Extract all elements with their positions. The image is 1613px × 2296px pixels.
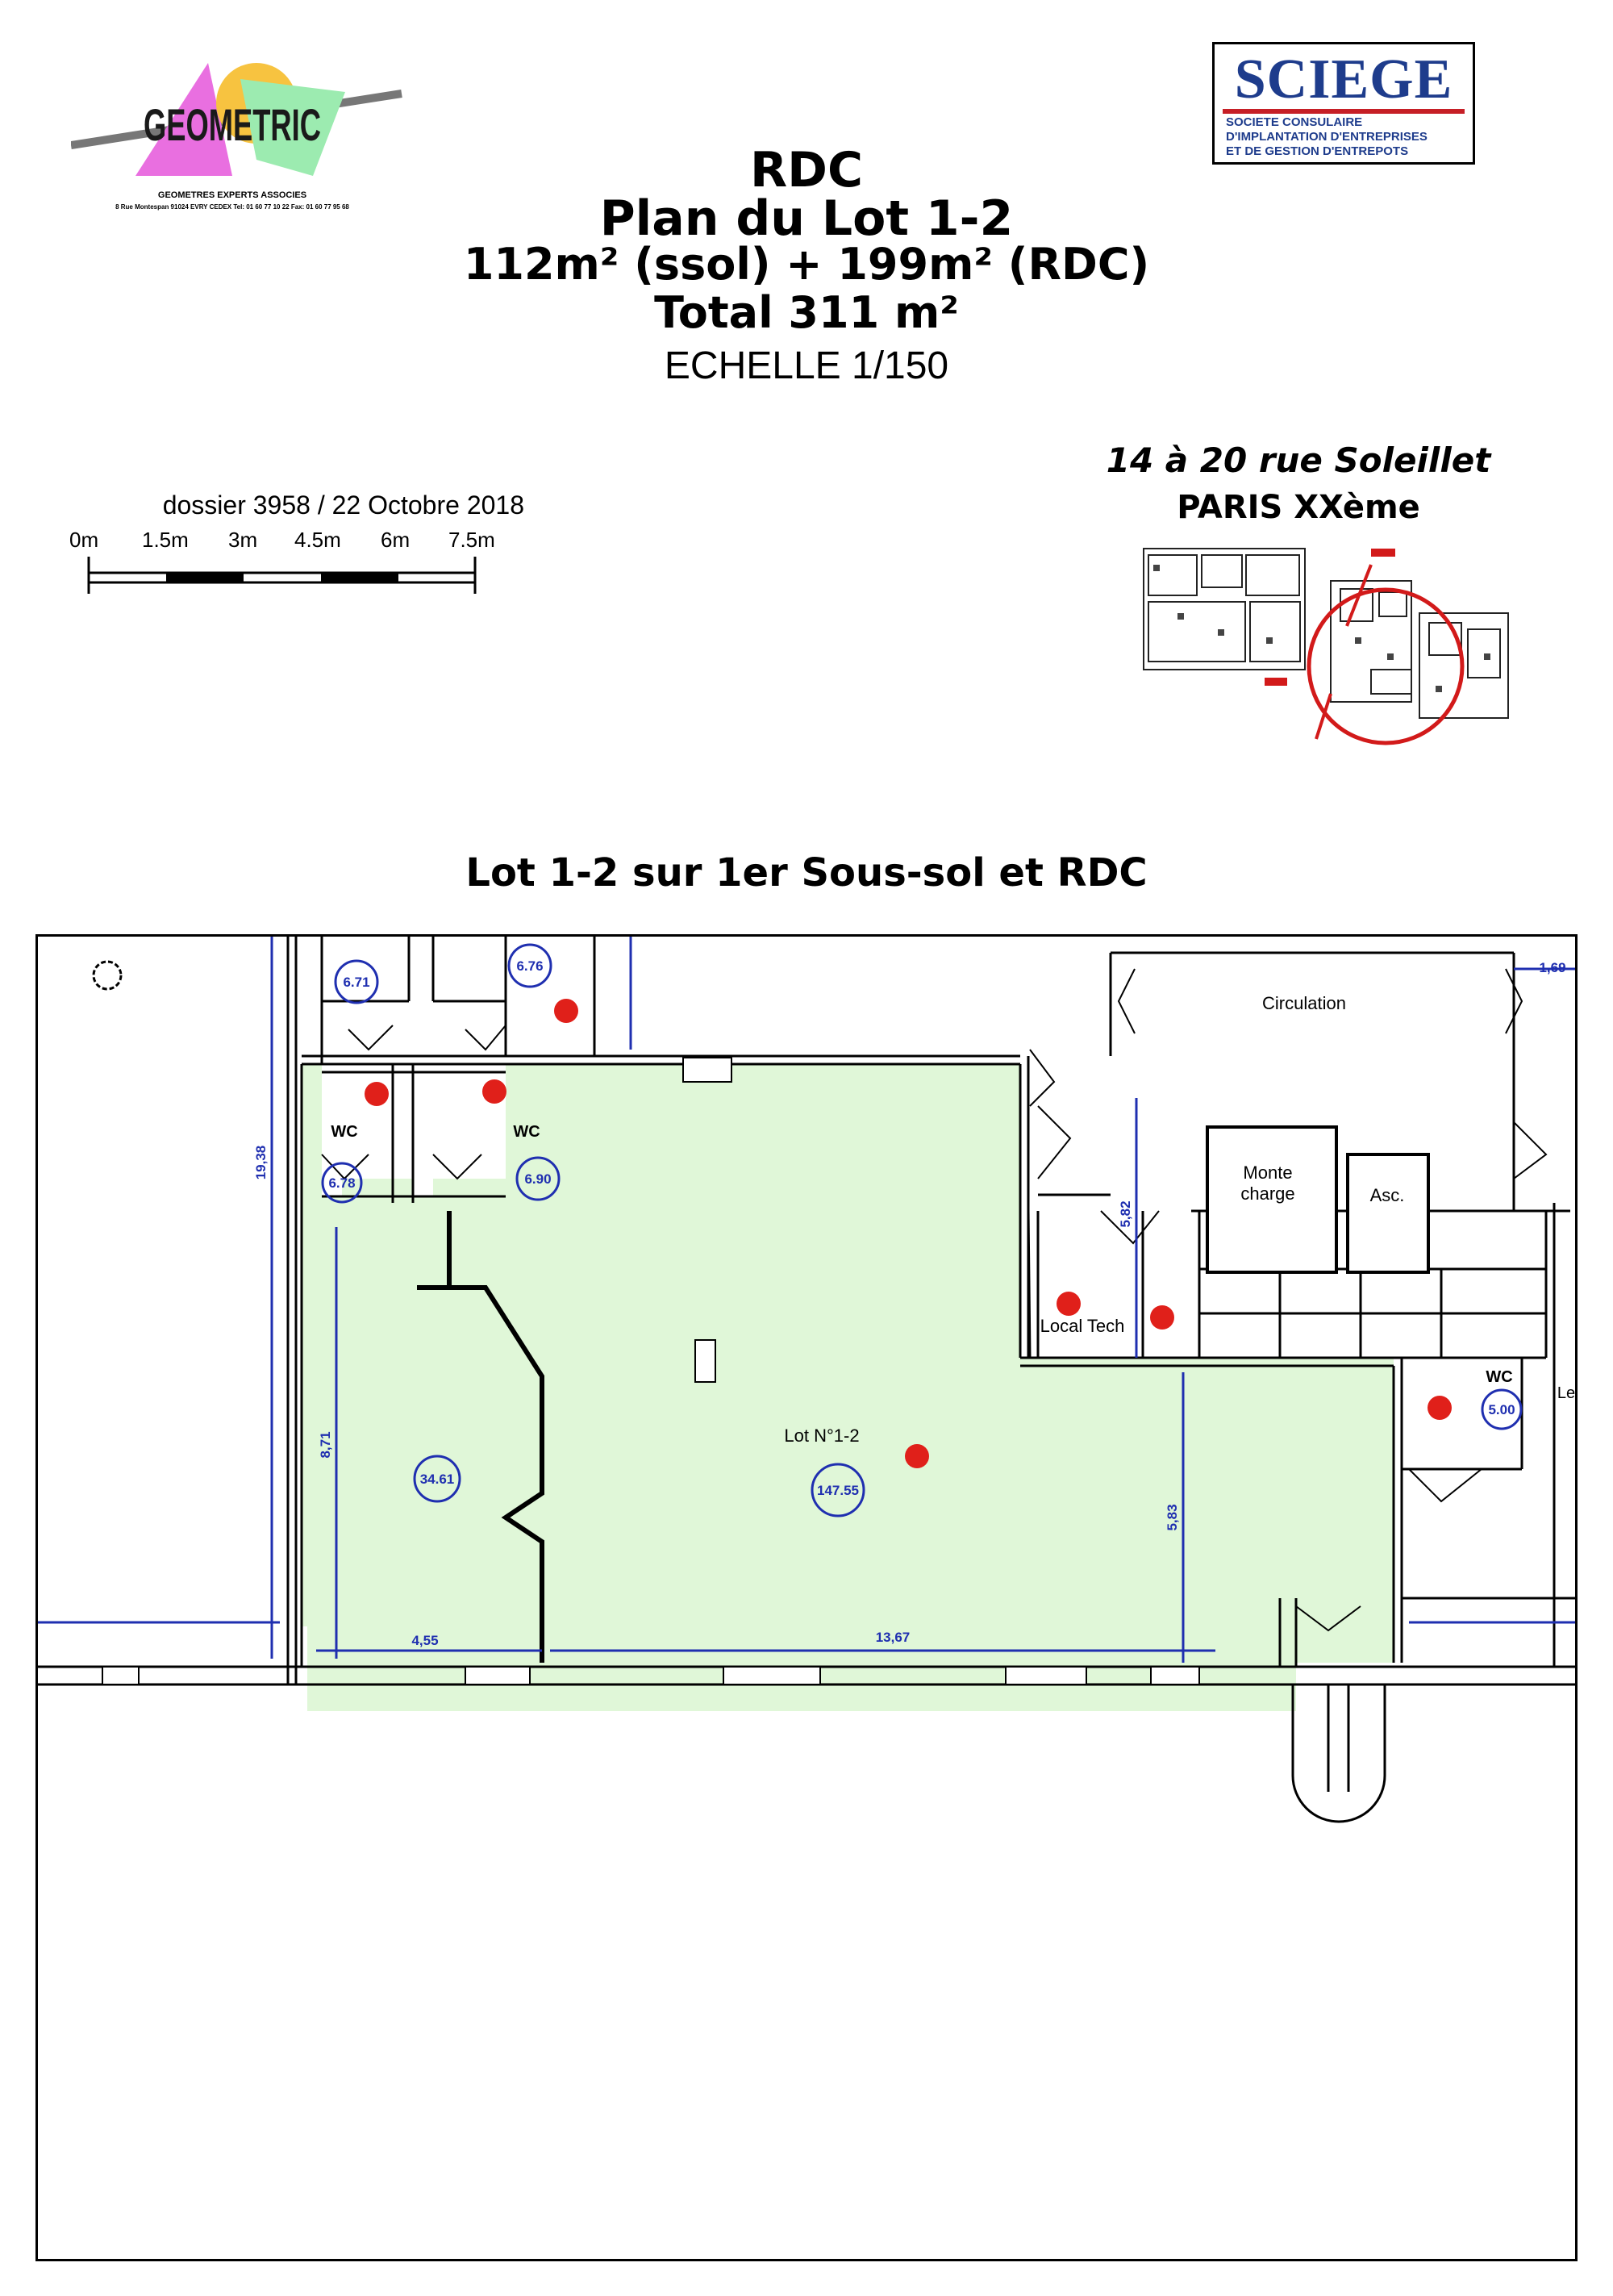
area-678: 6.78 <box>328 1175 355 1191</box>
area-671: 6.71 <box>343 975 369 990</box>
area-3461: 34.61 <box>420 1472 455 1487</box>
dim-583: 5,83 <box>1165 1504 1180 1530</box>
sciege-wordmark: SCIEGE <box>1234 48 1453 111</box>
logo-address: 8 Rue Montespan 91024 EVRY CEDEX Tel: 01… <box>115 203 349 211</box>
room-local-tech: Local Tech <box>1040 1316 1125 1336</box>
title-scale: ECHELLE 1/150 <box>664 344 949 387</box>
area-676: 6.76 <box>516 958 543 974</box>
dossier-reference: dossier 3958 / 22 Octobre 2018 <box>162 491 524 520</box>
tree-icon <box>92 960 123 991</box>
address-city: PARIS XXème <box>1177 489 1420 526</box>
area-14755: 147.55 <box>817 1483 859 1498</box>
section-title: Lot 1-2 sur 1er Sous-sol et RDC <box>465 850 1148 895</box>
dim-169: 1,69 <box>1539 960 1565 975</box>
dim-1938: 19,38 <box>253 1146 269 1180</box>
dim-871: 8,71 <box>318 1431 333 1458</box>
logo-subtitle: GEOMETRES EXPERTS ASSOCIES <box>157 190 307 200</box>
dim-455: 4,55 <box>411 1633 438 1648</box>
lot-area <box>302 1064 1394 1711</box>
title-total: Total 311 m² <box>654 287 959 338</box>
sciege-line-1: SOCIETE CONSULAIRE <box>1226 115 1363 129</box>
dim-1367: 13,67 <box>876 1630 911 1645</box>
area-690: 6.90 <box>524 1171 551 1187</box>
sciege-line-2: D'IMPLANTATION D'ENTREPRISES <box>1226 130 1428 144</box>
floor-plan: Circulation Monte charge Asc. Local Tech… <box>35 934 1578 2261</box>
room-wc-left: WC <box>331 1123 357 1141</box>
title-areas: 112m² (ssol) + 199m² (RDC) <box>463 239 1150 290</box>
room-partial-le: Le <box>1557 1384 1575 1402</box>
room-circulation: Circulation <box>1262 993 1346 1013</box>
site-locator-map <box>1143 548 1509 745</box>
room-monte-charge-1: Monte <box>1243 1163 1292 1183</box>
logo-wordmark: GEOMETRIC <box>144 99 321 150</box>
dim-582: 5,82 <box>1118 1200 1133 1227</box>
room-wc-right: WC <box>1486 1368 1512 1386</box>
address-street: 14 à 20 rue Soleillet <box>1106 440 1491 480</box>
scale-bar <box>87 557 477 594</box>
sciege-logo: SCIEGE SOCIETE CONSULAIRE D'IMPLANTATION… <box>1212 42 1475 165</box>
floor-plan-drawing: Circulation Monte charge Asc. Local Tech… <box>38 937 1575 1823</box>
scale-label-4: 6m <box>381 528 411 552</box>
sciege-line-3: ET DE GESTION D'ENTREPOTS <box>1226 144 1409 158</box>
scale-label-3: 4.5m <box>294 528 341 552</box>
title-plan: Plan du Lot 1-2 <box>599 190 1014 247</box>
scale-label-5: 7.5m <box>448 528 495 552</box>
room-lot: Lot N°1-2 <box>784 1426 859 1446</box>
geometric-logo: GEOMETRIC <box>71 63 402 176</box>
scale-label-2: 3m <box>228 528 258 552</box>
area-500: 5.00 <box>1488 1402 1515 1417</box>
scale-label-1: 1.5m <box>142 528 189 552</box>
scale-label-0: 0m <box>69 528 99 552</box>
room-asc: Asc. <box>1370 1185 1405 1205</box>
room-monte-charge-2: charge <box>1240 1183 1294 1204</box>
title-level: RDC <box>749 142 864 198</box>
room-wc-mid: WC <box>513 1123 540 1141</box>
